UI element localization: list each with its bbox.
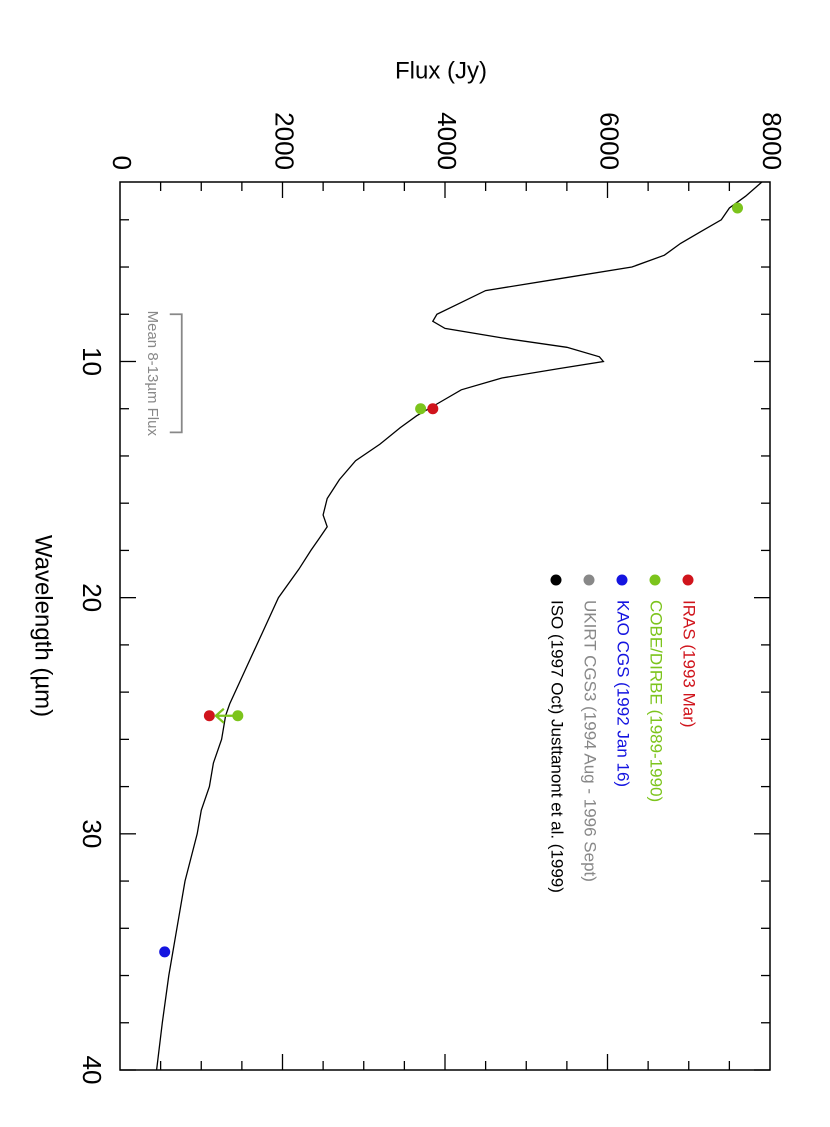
x-tick-label: 30 <box>77 819 107 848</box>
y-tick-label: 0 <box>107 156 137 170</box>
legend-marker <box>649 574 661 586</box>
plot-frame <box>119 181 771 1071</box>
x-axis-label: Wavelength (µm) <box>30 535 57 717</box>
y-tick-label: 4000 <box>432 112 462 170</box>
data-point <box>427 403 439 415</box>
axis-ticks <box>120 182 770 1071</box>
axis-tick-labels: 10 20 30 40 0 2000 4000 6000 8000 <box>77 112 787 1084</box>
y-tick-label: 6000 <box>595 112 625 170</box>
legend-label: COBE/DIRBE (1989-1990) <box>647 600 666 802</box>
y-tick-label: 2000 <box>270 112 300 170</box>
data-points <box>159 202 743 958</box>
data-point <box>732 202 743 214</box>
legend-marker <box>616 574 628 586</box>
legend: IRAS (1993 Mar) COBE/DIRBE (1989-1990) KAO… <box>548 574 699 893</box>
legend-label: KAO CGS (1992 Jan 16) <box>614 600 633 787</box>
data-point <box>159 946 171 958</box>
legend-label: ISO (1997 Oct) Justtanont et al. (1999) <box>548 600 567 893</box>
legend-marker <box>583 574 595 586</box>
x-tick-label: 20 <box>77 583 107 612</box>
legend-marker <box>550 574 562 586</box>
x-tick-label: 10 <box>77 347 107 376</box>
legend-label: IRAS (1993 Mar) <box>680 600 699 728</box>
y-tick-label: 8000 <box>757 112 787 170</box>
legend-label: UKIRT CGS3 (1994 Aug - 1996 Sept) <box>581 600 600 882</box>
data-point <box>415 403 427 415</box>
annotation-bracket: Mean 8-13µm Flux <box>144 311 183 437</box>
iso-spectrum-line <box>155 181 763 1071</box>
data-point <box>203 710 215 722</box>
upper-limit-arrow <box>214 707 238 724</box>
annotation-label: Mean 8-13µm Flux <box>144 311 161 437</box>
x-tick-label: 40 <box>77 1056 107 1085</box>
legend-marker <box>682 574 694 586</box>
y-axis-label: Flux (Jy) <box>395 57 487 84</box>
